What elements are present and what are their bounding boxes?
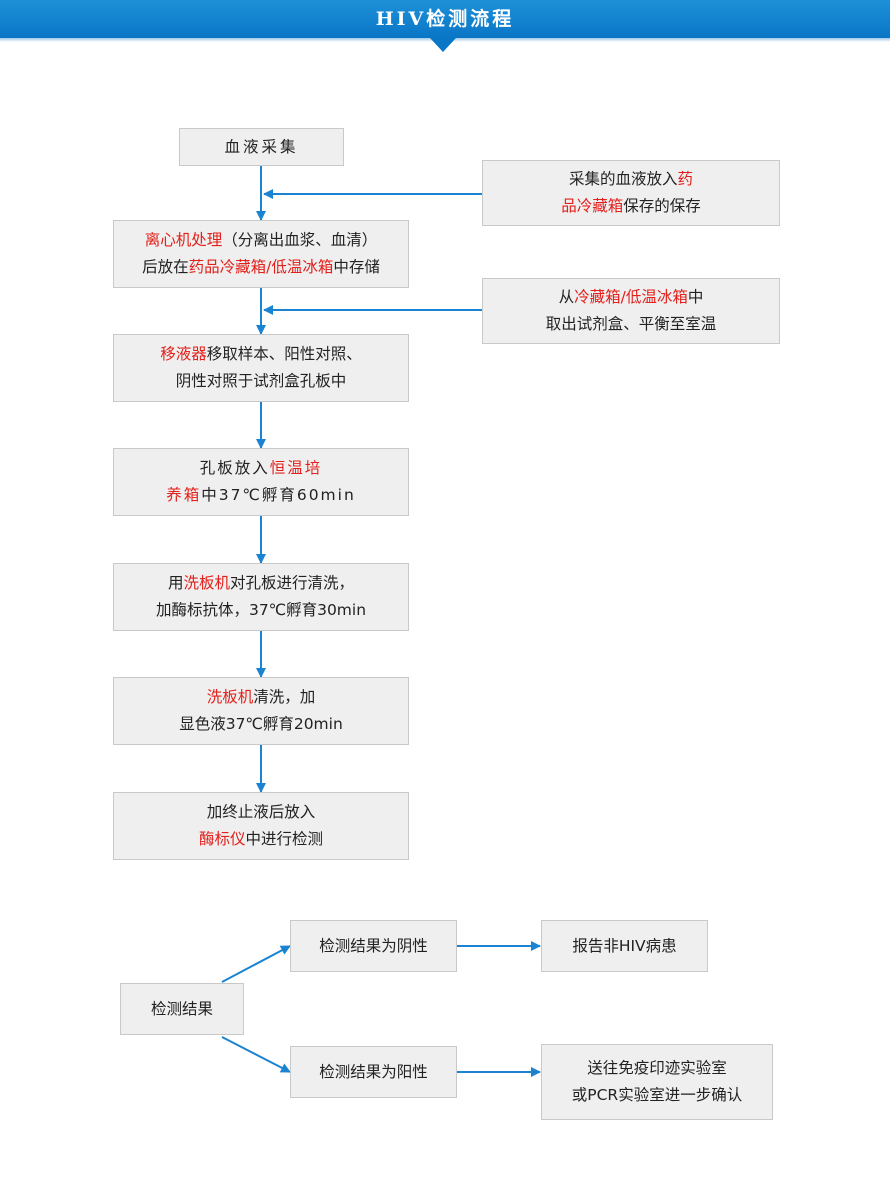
step-centrifuge-highlight2: 药品冷藏箱/低温冰箱 <box>188 258 334 276</box>
step-pipette-highlight: 移液器 <box>160 345 207 363</box>
side-note-storage-text1: 采集的血液放入 <box>568 170 678 188</box>
result-positive-outcome-line2: 或PCR实验室进一步确认 <box>571 1086 743 1104</box>
step-detection: 加终止液后放入 酶标仪中进行检测 <box>113 792 409 860</box>
side-note-storage-highlight2: 品冷藏箱 <box>561 197 624 215</box>
side-note-storage-highlight1: 药 <box>677 170 694 188</box>
step-wash-color-line2: 显色液37℃孵育20min <box>179 715 343 733</box>
step-wash-color-highlight: 洗板机 <box>206 688 254 706</box>
result-positive: 检测结果为阳性 <box>290 1046 457 1098</box>
step-detection-line2: 酶标仪中进行检测 <box>199 826 323 853</box>
result-positive-outcome-line1: 送往免疫印迹实验室 <box>587 1059 727 1077</box>
result-positive-outcome: 送往免疫印迹实验室 或PCR实验室进一步确认 <box>541 1044 773 1120</box>
step-centrifuge-highlight1: 离心机处理 <box>144 231 223 249</box>
step-incubate-highlight2: 养箱 <box>166 486 202 504</box>
step-detection-text: 中进行检测 <box>245 830 324 848</box>
step-incubate: 孔板放入恒温培 养箱中37℃孵育60min <box>113 448 409 516</box>
step-wash-antibody-highlight: 洗板机 <box>183 574 230 592</box>
arrow-root-negative <box>221 945 291 983</box>
step-wash-color: 洗板机清洗，加 显色液37℃孵育20min <box>113 677 409 745</box>
step-detection-line1: 加终止液后放入 <box>206 803 316 821</box>
step-blood-collection: 血液采集 <box>179 128 344 166</box>
step-wash-antibody-line1: 用洗板机对孔板进行清洗， <box>168 570 354 597</box>
step-pipette: 移液器移取样本、阳性对照、 阴性对照于试剂盒孔板中 <box>113 334 409 402</box>
step-pipette-line2: 阴性对照于试剂盒孔板中 <box>175 372 347 390</box>
side-note-storage: 采集的血液放入药 品冷藏箱保存的保存 <box>482 160 780 226</box>
side-note-reagent-line1: 从冷藏箱/低温冰箱中 <box>559 284 704 311</box>
step-wash-color-text1: 清洗，加 <box>253 688 316 706</box>
result-negative-label: 检测结果为阴性 <box>319 936 428 955</box>
step-incubate-highlight1: 恒温培 <box>269 459 323 477</box>
step-blood-collection-label: 血液采集 <box>224 137 299 156</box>
step-centrifuge-text2: 后放在 <box>142 258 189 276</box>
page-title: HIV检测流程 <box>375 8 515 30</box>
side-note-reagent-highlight: 冷藏箱/低温冰箱 <box>574 288 688 306</box>
side-note-storage-line1: 采集的血液放入药 <box>569 166 693 193</box>
result-negative-outcome-label: 报告非HIV病患 <box>572 936 677 955</box>
side-note-reagent-line2: 取出试剂盒、平衡至室温 <box>545 315 717 333</box>
step-centrifuge-line2: 后放在药品冷藏箱/低温冰箱中存储 <box>142 254 380 281</box>
step-wash-color-line1: 洗板机清洗，加 <box>207 684 316 711</box>
step-pipette-line1: 移液器移取样本、阳性对照、 <box>160 341 362 368</box>
arrow-root-positive <box>221 1036 291 1073</box>
step-detection-highlight: 酶标仪 <box>198 830 246 848</box>
side-note-reagent-text1: 从 <box>558 288 575 306</box>
header-banner: HIV检测流程 <box>0 0 890 52</box>
side-note-reagent: 从冷藏箱/低温冰箱中 取出试剂盒、平衡至室温 <box>482 278 780 344</box>
step-wash-antibody-text1: 用 <box>167 574 184 592</box>
result-negative-outcome: 报告非HIV病患 <box>541 920 708 972</box>
side-note-storage-line2: 品冷藏箱保存的保存 <box>561 193 701 220</box>
step-centrifuge-line1: 离心机处理（分离出血浆、血清） <box>145 227 378 254</box>
step-centrifuge: 离心机处理（分离出血浆、血清） 后放在药品冷藏箱/低温冰箱中存储 <box>113 220 409 288</box>
step-incubate-line1: 孔板放入恒温培 <box>200 455 323 482</box>
step-wash-antibody-line2: 加酶标抗体，37℃孵育30min <box>155 601 367 619</box>
side-note-storage-text2: 保存的保存 <box>623 197 701 215</box>
result-root: 检测结果 <box>120 983 244 1035</box>
step-centrifuge-text1: （分离出血浆、血清） <box>222 231 378 249</box>
side-note-reagent-text2: 中 <box>687 288 704 306</box>
result-negative: 检测结果为阴性 <box>290 920 457 972</box>
step-centrifuge-text3: 中存储 <box>333 258 380 276</box>
result-positive-label: 检测结果为阳性 <box>319 1062 428 1081</box>
step-incubate-line2: 养箱中37℃孵育60min <box>166 482 356 509</box>
step-wash-antibody: 用洗板机对孔板进行清洗， 加酶标抗体，37℃孵育30min <box>113 563 409 631</box>
result-root-label: 检测结果 <box>150 999 213 1018</box>
header-bar <box>0 0 890 38</box>
step-incubate-text1: 孔板放入 <box>199 459 270 477</box>
step-pipette-text1: 移取样本、阳性对照、 <box>206 345 362 363</box>
header-notch <box>430 38 456 52</box>
step-wash-antibody-text2: 对孔板进行清洗， <box>230 574 355 592</box>
step-incubate-text2: 中37℃孵育60min <box>201 486 356 504</box>
